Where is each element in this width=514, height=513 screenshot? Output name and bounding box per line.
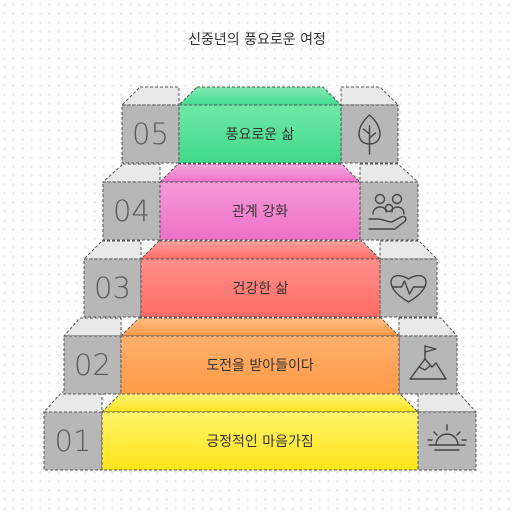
step-number: 01: [55, 424, 92, 458]
heart-pulse-icon: [390, 274, 427, 303]
center-tread: [119, 317, 401, 337]
diagram-title: 신중년의 풍요로운 여정: [188, 32, 326, 48]
step-label: 관계 강화: [232, 204, 288, 220]
center-riser: [140, 258, 381, 318]
center-riser: [120, 335, 400, 395]
right-tread: [359, 163, 420, 183]
step-number: 02: [74, 348, 111, 382]
step-04: 04 관계 강화: [101, 163, 420, 241]
step-label: 도전을 받아들이다: [206, 358, 314, 374]
step-03: 03 건강한 삶: [82, 240, 439, 318]
left-tread: [120, 86, 180, 106]
center-tread: [100, 391, 420, 413]
step-number: 05: [132, 117, 169, 151]
sunrise-icon: [427, 424, 467, 451]
step-label: 긍정적인 마음가짐: [206, 434, 314, 450]
step-number: 04: [113, 194, 150, 228]
right-tread: [340, 86, 400, 106]
right-tread: [398, 317, 459, 337]
left-tread: [62, 317, 122, 337]
step-number: 03: [94, 271, 131, 305]
right-riser: [379, 258, 438, 318]
right-tread: [417, 391, 478, 413]
left-tread: [42, 391, 103, 413]
center-riser: [159, 181, 361, 241]
family-hand-icon: [368, 193, 407, 230]
left-tread: [101, 163, 161, 183]
left-riser: [83, 258, 142, 318]
left-riser: [102, 181, 161, 241]
step-label: 건강한 삶: [233, 281, 289, 297]
right-tread: [379, 240, 439, 260]
mountain-flag-icon: [409, 345, 447, 380]
step-01: 01 긍정적인 마음가짐: [42, 391, 478, 471]
left-tread: [82, 240, 142, 260]
center-riser: [178, 104, 342, 164]
step-label: 풍요로운 삶: [226, 127, 295, 143]
right-riser: [417, 411, 477, 471]
center-tread: [139, 240, 382, 260]
center-tread: [158, 163, 362, 183]
step-02: 02 도전을 받아들이다: [62, 317, 459, 395]
center-riser: [101, 411, 419, 471]
center-tread: [177, 86, 343, 106]
right-riser: [398, 335, 458, 395]
step-05: 05 풍요로운 삶: [120, 86, 400, 164]
tree-icon: [358, 114, 381, 155]
